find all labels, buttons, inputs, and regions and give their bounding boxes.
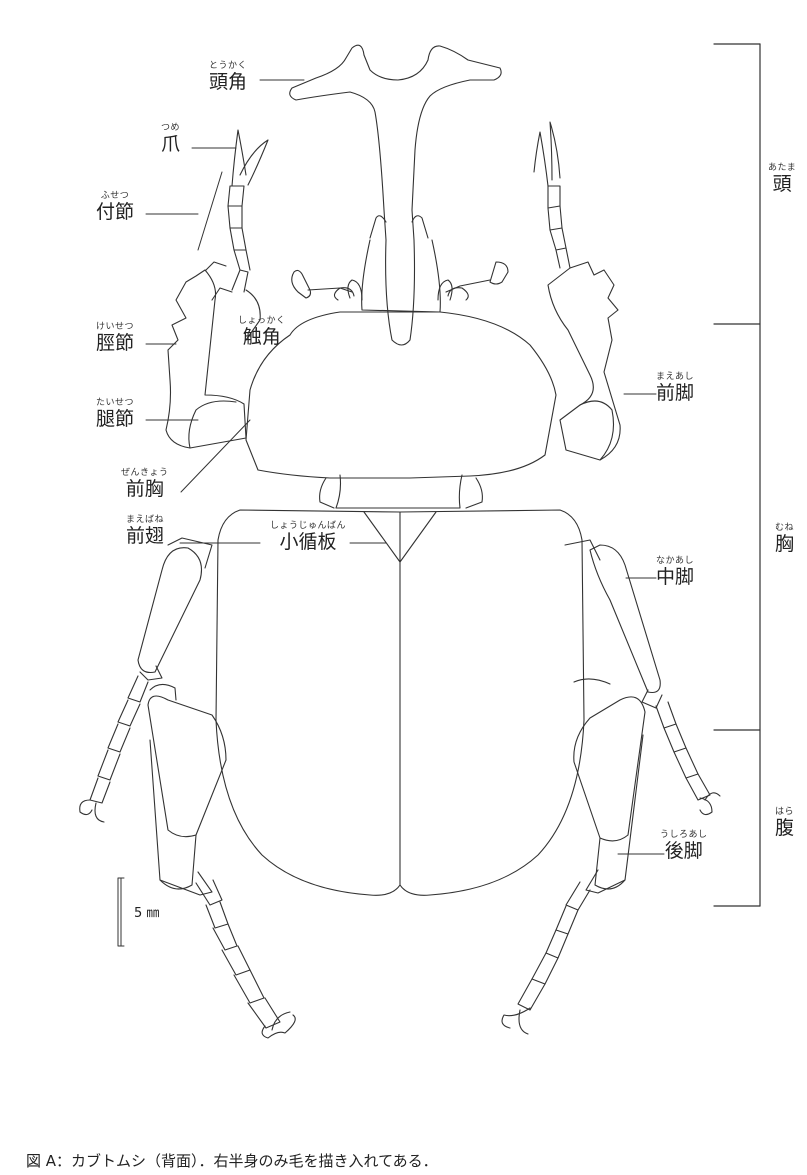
pronotum-shape: [245, 311, 557, 479]
label-claw: つめ爪: [161, 123, 181, 155]
right-hind-leg: [501, 696, 646, 1035]
label-hindleg: うしろあし後脚: [660, 830, 708, 862]
left-hind-leg: [147, 695, 296, 1039]
region-bracket: [713, 43, 761, 907]
label-prothorax: ぜんきょう前胸: [121, 468, 169, 500]
label-midleg: なかあし中脚: [656, 556, 695, 588]
right-mid-leg: [564, 539, 721, 816]
label-region-chest: むね胸: [775, 523, 795, 555]
right-front-leg: [533, 121, 621, 461]
label-head-horn: とうかく頭角: [209, 61, 248, 93]
label-tibia: けいせつ脛節: [96, 322, 135, 354]
label-elytra: まえばね前翅: [126, 515, 165, 547]
left-front-leg: [165, 129, 269, 449]
label-scutellum: しょうじゅんばん小循板: [270, 521, 347, 553]
left-mid-leg: [79, 537, 213, 823]
label-region-head: あたま頭: [768, 163, 797, 195]
head-horn-shape: [289, 44, 502, 346]
label-tarsus: ふせつ付節: [96, 191, 135, 223]
antennae: [291, 261, 509, 299]
mesothorax: [319, 474, 483, 509]
scale-bar-label: 5 ㎜: [134, 906, 160, 921]
label-femur: たいせつ腿節: [96, 398, 135, 430]
head-shape: [333, 239, 469, 313]
figure-caption: 図 A：カブトムシ（背面）．右半身のみ毛を描き入れてある．: [26, 1152, 438, 1170]
elytra-shape: [215, 509, 585, 896]
leader-lines: [145, 79, 665, 855]
label-region-abdomen: はら腹: [775, 807, 795, 839]
label-foreleg: まえあし前脚: [656, 372, 695, 404]
scale-bar-mark: [117, 877, 125, 947]
label-antenna: しょっかく触角: [238, 316, 286, 348]
